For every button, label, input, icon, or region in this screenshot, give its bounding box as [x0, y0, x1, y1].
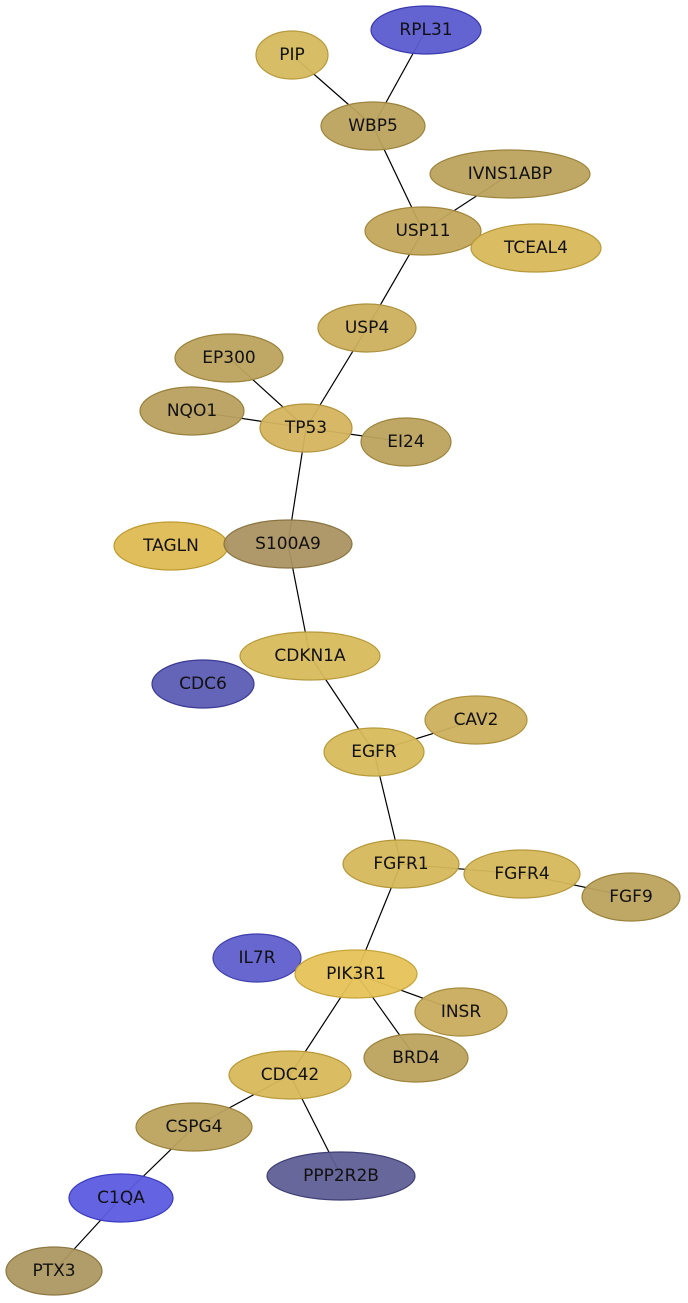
node-shape-wbp5 [320, 101, 426, 151]
node-cspg4[interactable]: CSPG4 [135, 1102, 253, 1152]
node-shape-pip [255, 30, 329, 80]
node-label-ei24: EI24 [387, 432, 424, 452]
node-shape-ptx3 [5, 1246, 103, 1296]
node-label-fgfr1: FGFR1 [373, 854, 428, 874]
node-shape-tceal4 [470, 223, 602, 273]
node-ptx3[interactable]: PTX3 [5, 1246, 103, 1296]
node-shape-cdc42 [228, 1050, 352, 1100]
node-fgfr4[interactable]: FGFR4 [463, 849, 581, 899]
node-label-insr: INSR [441, 1002, 482, 1022]
node-shape-brd4 [363, 1033, 469, 1083]
node-shape-cdc6 [151, 659, 255, 709]
node-shape-cav2 [424, 695, 528, 745]
node-fgfr1[interactable]: FGFR1 [342, 839, 460, 889]
node-label-usp4: USP4 [345, 318, 389, 338]
node-label-c1qa: C1QA [97, 1188, 145, 1208]
node-tceal4[interactable]: TCEAL4 [470, 223, 602, 273]
node-fgf9[interactable]: FGF9 [581, 872, 681, 922]
node-label-cdc6: CDC6 [179, 674, 227, 694]
node-shape-egfr [323, 727, 425, 777]
node-shape-insr [414, 987, 508, 1037]
node-shape-ivns1abp [429, 149, 591, 199]
node-label-tceal4: TCEAL4 [503, 238, 568, 258]
node-nqo1[interactable]: NQO1 [139, 386, 245, 436]
node-label-brd4: BRD4 [392, 1048, 439, 1068]
node-il7r[interactable]: IL7R [212, 933, 302, 983]
node-tagln[interactable]: TAGLN [113, 521, 229, 571]
node-shape-ei24 [360, 417, 452, 467]
node-brd4[interactable]: BRD4 [363, 1033, 469, 1083]
node-shape-pik3r1 [294, 949, 418, 999]
node-label-ep300: EP300 [202, 348, 255, 368]
node-cdc42[interactable]: CDC42 [228, 1050, 352, 1100]
node-shape-tp53 [259, 403, 353, 453]
node-label-ppp2r2b: PPP2R2B [303, 1166, 379, 1186]
node-pip[interactable]: PIP [255, 30, 329, 80]
node-label-ivns1abp: IVNS1ABP [468, 164, 553, 184]
node-label-rpl31: RPL31 [399, 20, 452, 40]
node-shape-fgfr1 [342, 839, 460, 889]
node-label-fgfr4: FGFR4 [494, 864, 549, 884]
node-shape-ppp2r2b [266, 1151, 416, 1201]
node-shape-fgf9 [581, 872, 681, 922]
node-label-fgf9: FGF9 [609, 887, 653, 907]
node-label-usp11: USP11 [395, 221, 450, 241]
node-label-pip: PIP [279, 45, 305, 65]
node-label-s100a9: S100A9 [255, 534, 321, 554]
node-shape-s100a9 [223, 519, 353, 569]
node-label-cdc42: CDC42 [261, 1065, 319, 1085]
node-ep300[interactable]: EP300 [174, 333, 284, 383]
node-ppp2r2b[interactable]: PPP2R2B [266, 1151, 416, 1201]
node-rpl31[interactable]: RPL31 [370, 5, 482, 55]
node-cdc6[interactable]: CDC6 [151, 659, 255, 709]
node-egfr[interactable]: EGFR [323, 727, 425, 777]
node-pik3r1[interactable]: PIK3R1 [294, 949, 418, 999]
node-usp4[interactable]: USP4 [317, 303, 417, 353]
node-label-cspg4: CSPG4 [166, 1117, 223, 1137]
node-cdkn1a[interactable]: CDKN1A [239, 631, 381, 681]
node-insr[interactable]: INSR [414, 987, 508, 1037]
node-label-pik3r1: PIK3R1 [326, 964, 386, 984]
node-shape-il7r [212, 933, 302, 983]
node-shape-usp4 [317, 303, 417, 353]
node-ei24[interactable]: EI24 [360, 417, 452, 467]
node-label-il7r: IL7R [238, 948, 275, 968]
node-wbp5[interactable]: WBP5 [320, 101, 426, 151]
node-shape-rpl31 [370, 5, 482, 55]
node-cav2[interactable]: CAV2 [424, 695, 528, 745]
node-usp11[interactable]: USP11 [364, 206, 482, 256]
node-ivns1abp[interactable]: IVNS1ABP [429, 149, 591, 199]
node-shape-usp11 [364, 206, 482, 256]
node-label-nqo1: NQO1 [167, 401, 217, 421]
node-label-ptx3: PTX3 [32, 1261, 75, 1281]
node-tp53[interactable]: TP53 [259, 403, 353, 453]
node-label-cav2: CAV2 [454, 710, 499, 730]
node-shape-c1qa [68, 1173, 174, 1223]
node-shape-cspg4 [135, 1102, 253, 1152]
node-shape-nqo1 [139, 386, 245, 436]
node-label-egfr: EGFR [351, 742, 397, 762]
node-s100a9[interactable]: S100A9 [223, 519, 353, 569]
node-shape-fgfr4 [463, 849, 581, 899]
node-c1qa[interactable]: C1QA [68, 1173, 174, 1223]
node-label-tp53: TP53 [284, 418, 327, 438]
node-shape-ep300 [174, 333, 284, 383]
node-shape-cdkn1a [239, 631, 381, 681]
node-label-wbp5: WBP5 [348, 116, 398, 136]
node-label-cdkn1a: CDKN1A [274, 646, 346, 666]
node-label-tagln: TAGLN [142, 536, 199, 556]
